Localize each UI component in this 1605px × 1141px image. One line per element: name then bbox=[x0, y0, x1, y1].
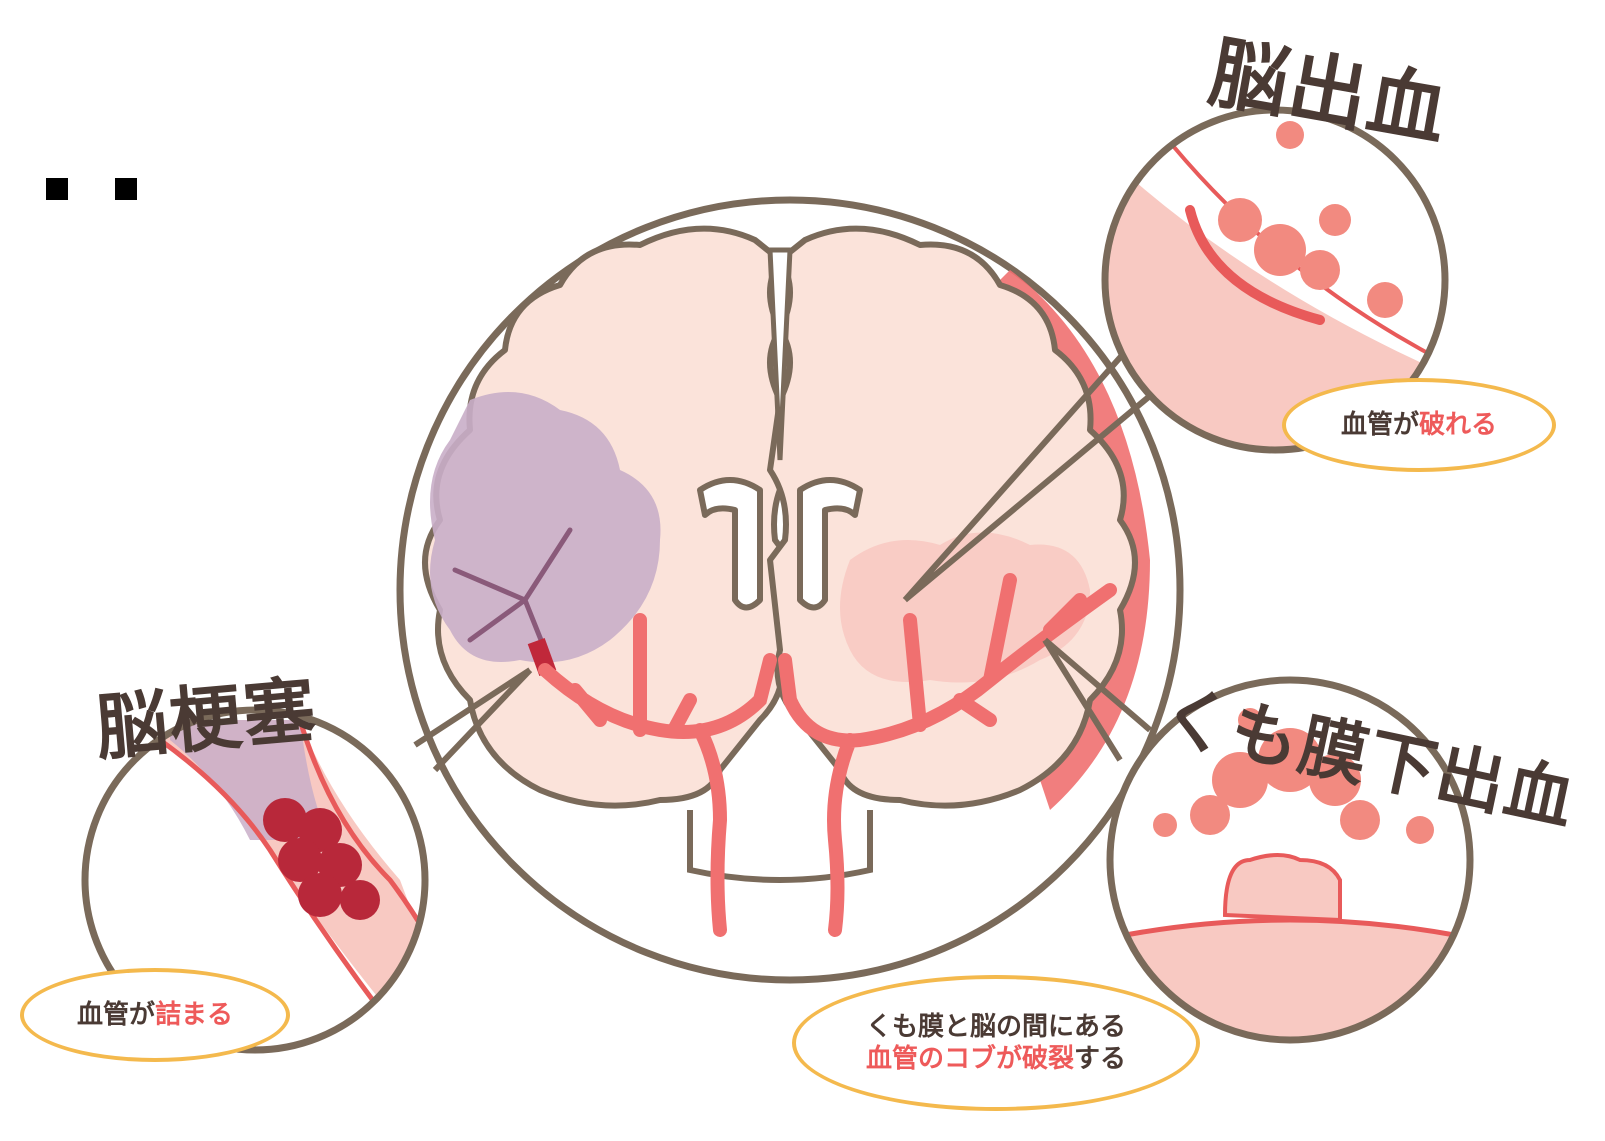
infarction-callout-plain: 血管が bbox=[77, 999, 155, 1032]
subarachnoid-callout-line2: 血管のコブが破裂する bbox=[866, 1043, 1126, 1076]
infarction-title: 脳梗塞 bbox=[91, 651, 321, 775]
subarachnoid-callout-line1: くも膜と脳の間にある bbox=[866, 1011, 1126, 1044]
hemorrhage-callout-plain: 血管が bbox=[1341, 409, 1419, 442]
infarction-callout-red: 詰まる bbox=[155, 999, 233, 1032]
hemorrhage-callout: 血管が破れる bbox=[1282, 378, 1556, 472]
subarachnoid-callout-plain: する bbox=[1074, 1044, 1126, 1074]
infarction-callout: 血管が詰まる bbox=[20, 968, 290, 1062]
subarachnoid-callout-red: 血管のコブが破裂 bbox=[866, 1044, 1074, 1074]
subarachnoid-callout: くも膜と脳の間にある 血管のコブが破裂する bbox=[792, 975, 1200, 1111]
hemorrhage-callout-red: 破れる bbox=[1419, 409, 1497, 442]
